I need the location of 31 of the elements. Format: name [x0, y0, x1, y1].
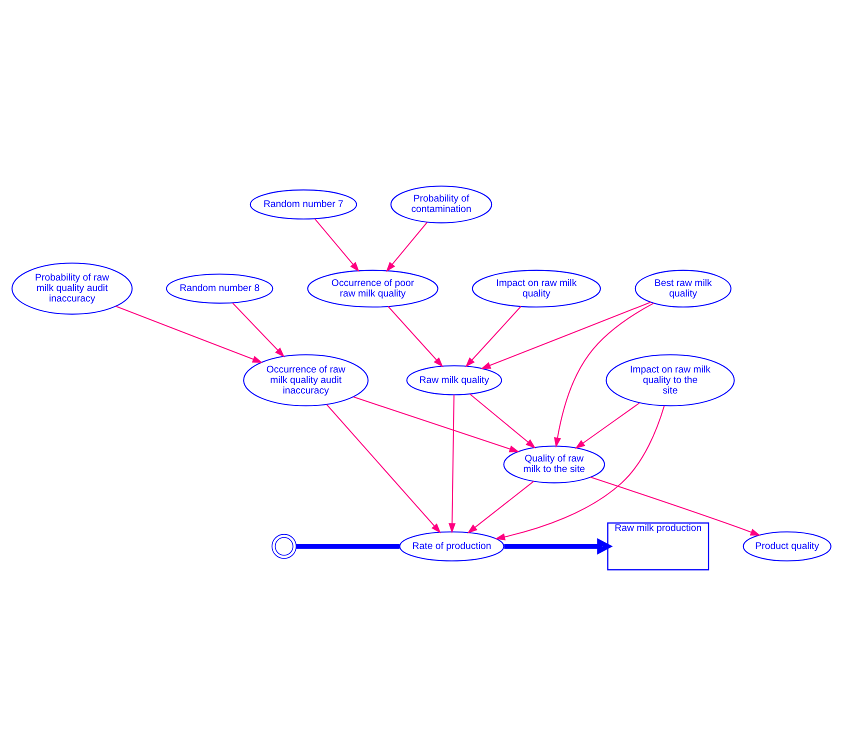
arrow [448, 394, 456, 533]
node-ellipse: Probability of raw milk quality audit inaccuracy [12, 262, 133, 314]
node-ellipse: Rate of production [399, 530, 504, 561]
arrow [469, 393, 536, 448]
arrow [590, 476, 761, 536]
node-ellipse: Probability of contamination [390, 185, 492, 223]
node-ellipse: Best raw milk quality [634, 269, 732, 308]
arrow [116, 305, 263, 362]
arrow [232, 302, 285, 357]
node-ellipse: Raw milk quality [406, 364, 502, 395]
arrow [465, 306, 522, 367]
arrow [386, 222, 428, 272]
node-ellipse: Occurrence of poor raw milk quality [307, 269, 438, 308]
arrow [353, 396, 520, 452]
arrow [494, 405, 665, 540]
node-ellipse: Impact on raw milk quality to the site [606, 354, 735, 406]
arrow [554, 302, 654, 448]
node-ellipse: Impact on raw milk quality [472, 269, 601, 308]
arrow [314, 218, 360, 272]
node-ellipse: Random number 7 [250, 188, 358, 219]
node-ellipse: Product quality [742, 530, 832, 561]
node-ellipse: Random number 8 [166, 273, 274, 304]
connector [296, 543, 400, 548]
arrow [574, 402, 640, 448]
arrow [480, 301, 651, 369]
arrow [467, 480, 534, 533]
arrow [504, 538, 613, 554]
arrow [388, 306, 444, 367]
node-cloud [272, 533, 297, 558]
node-box: Raw milk production [607, 522, 710, 570]
arrow [326, 404, 441, 533]
